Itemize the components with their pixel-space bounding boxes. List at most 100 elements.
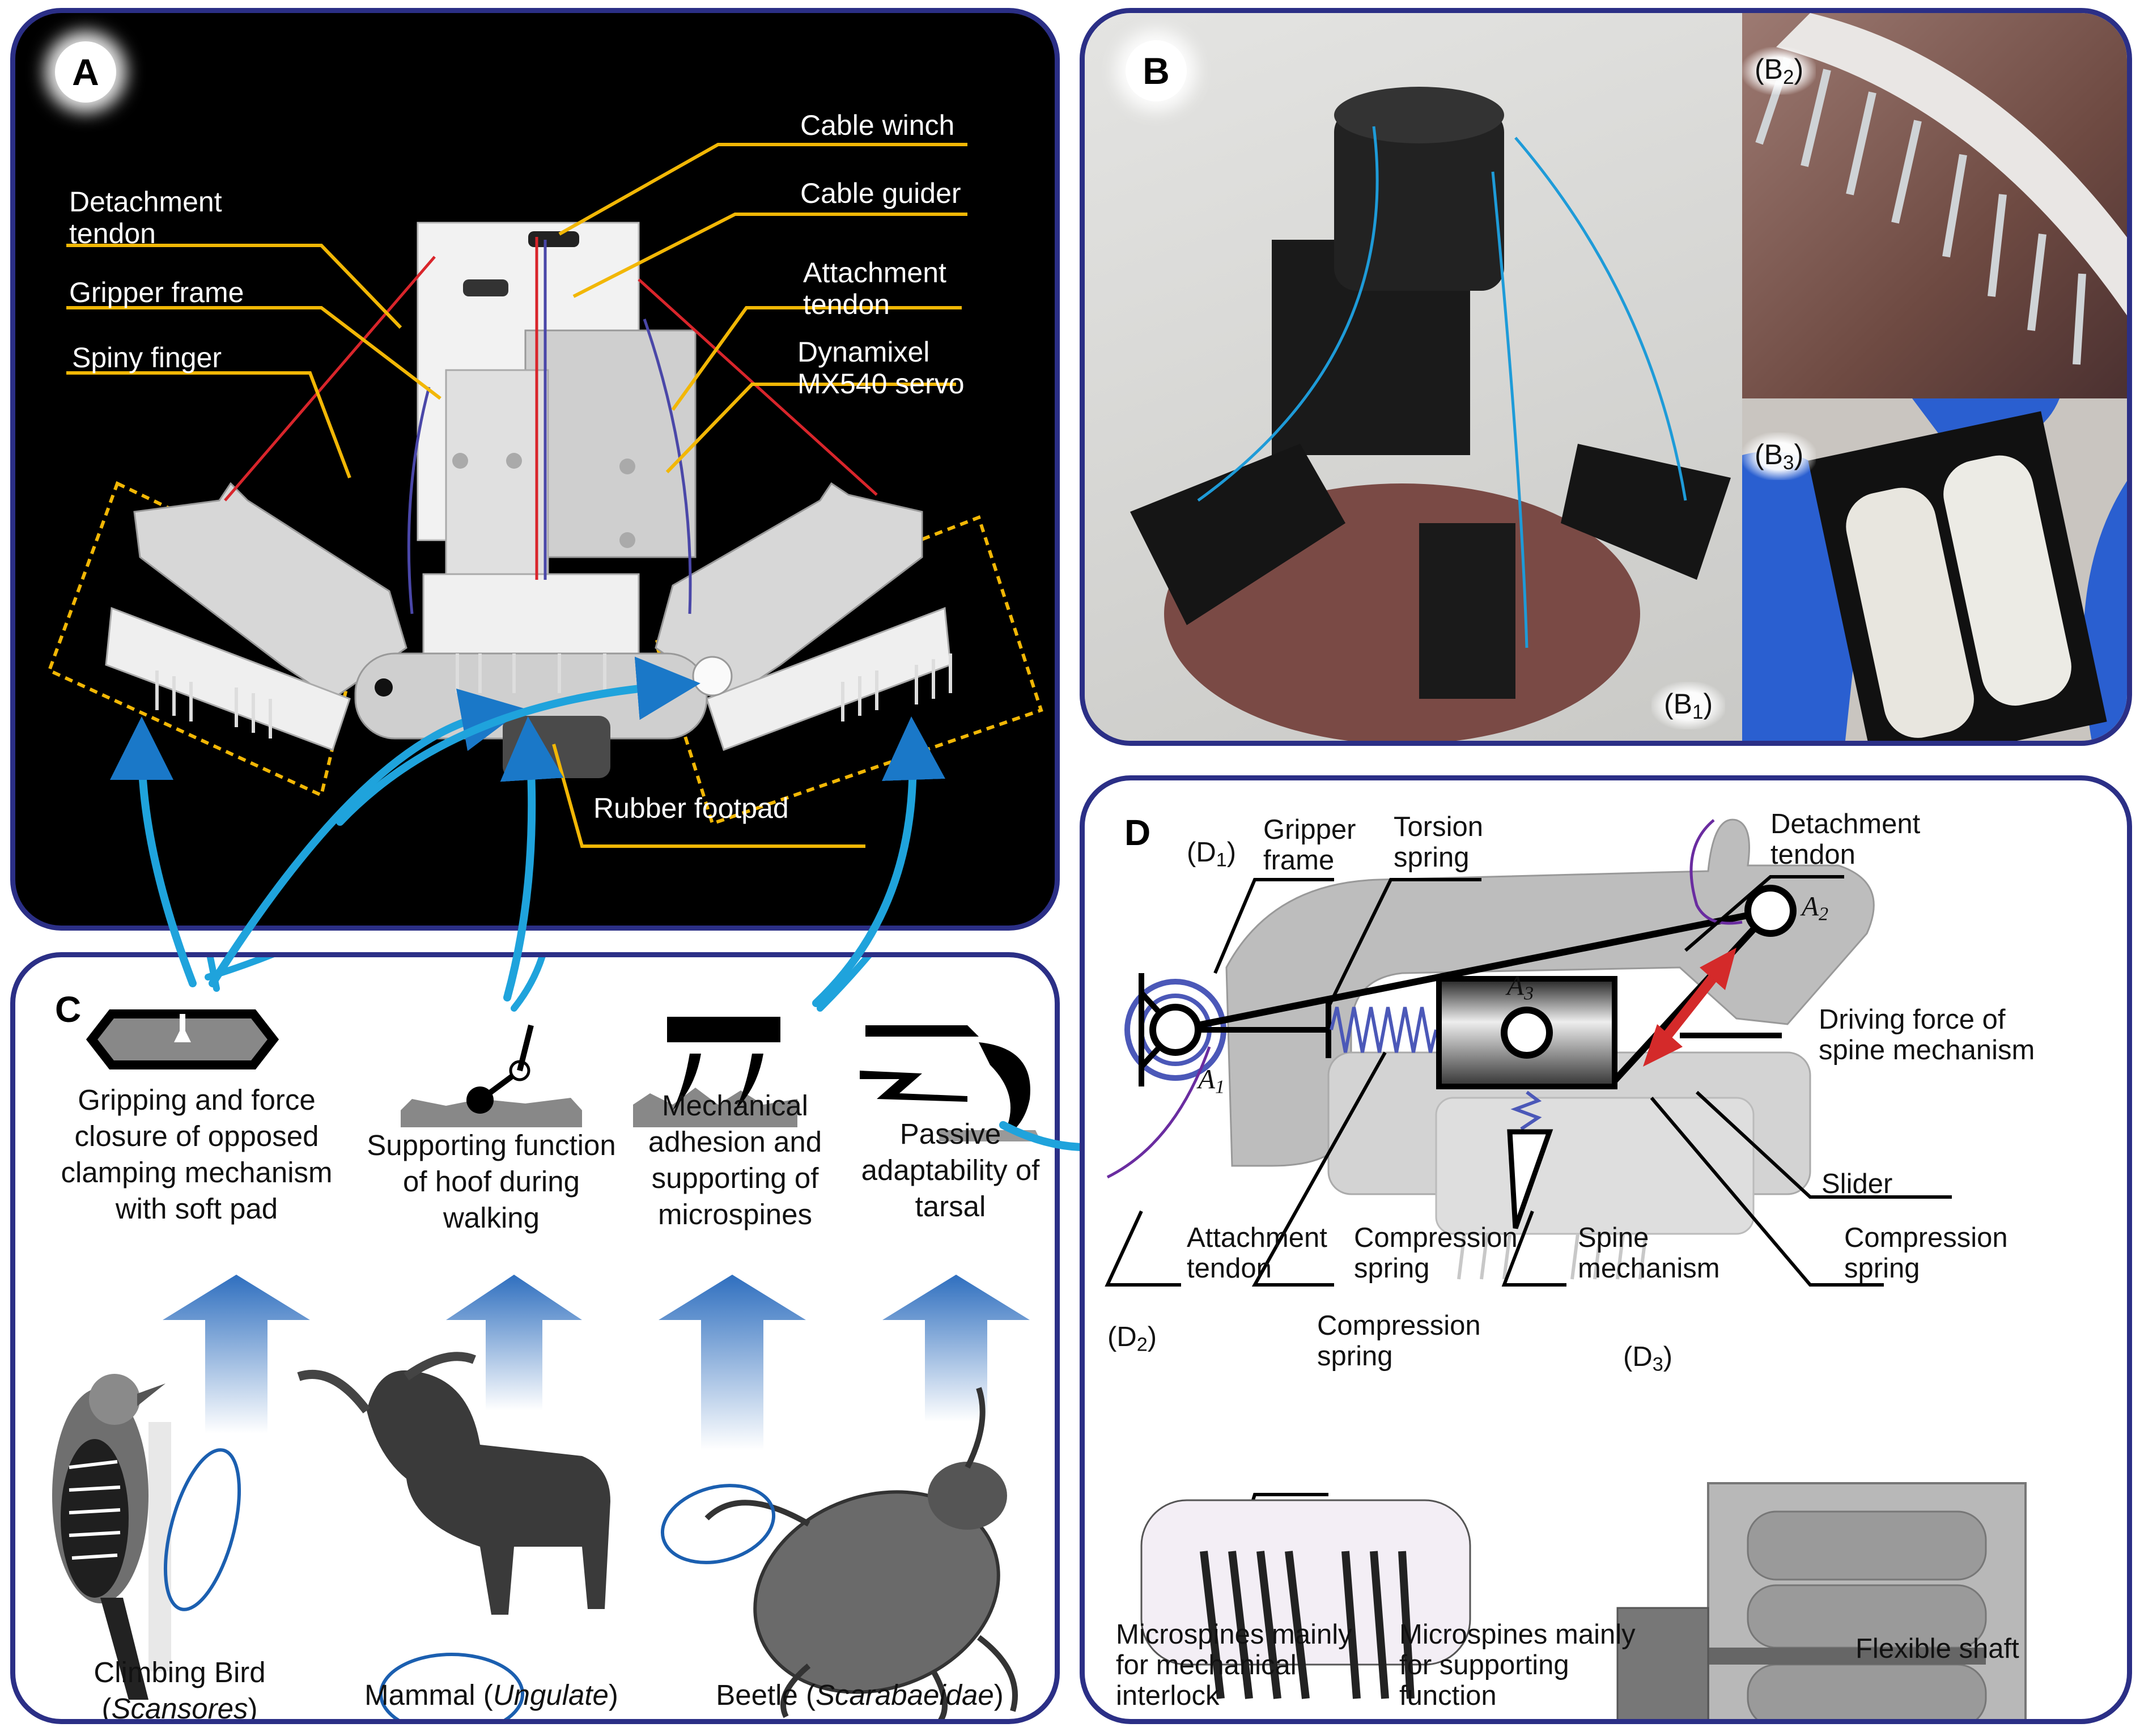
- photo-b2-spines-closeup: (B2): [1742, 13, 2127, 398]
- organism-name-mammal: Mammal: [364, 1679, 475, 1711]
- label-d-attachment-tendon: Attachment tendon: [1187, 1223, 1327, 1284]
- leader-slider: [1695, 1090, 1952, 1199]
- joint-a2-index: 2: [1818, 903, 1829, 925]
- white-pad-left: [1846, 487, 1974, 738]
- up-arrow-3: [659, 1275, 806, 1450]
- detachment-tendon-right: [638, 278, 878, 496]
- label-cable-winch: Cable winch: [800, 109, 955, 141]
- up-arrow-1: [163, 1275, 310, 1433]
- label-d-compression-spring-right: Compression spring: [1844, 1223, 2008, 1284]
- leader-cable-guider: [572, 213, 967, 298]
- gripper-photo-sketch: [1130, 87, 1731, 741]
- panel-a-gripper-render: A: [10, 8, 1060, 931]
- photo-b3-gloved-hands: (B3): [1742, 398, 2127, 741]
- sublabel-b1-letter: B: [1673, 688, 1693, 720]
- leader-spine-mechanism: [1501, 1210, 1566, 1287]
- label-d2-compression-spring: Compression spring: [1317, 1310, 1481, 1372]
- organism-label-beetle: Beetle (Scarabaeidae): [716, 1679, 1004, 1711]
- panel-label-c: C: [55, 989, 82, 1030]
- leader-compression-spring-right: [1650, 1097, 1884, 1287]
- guider-slot: [463, 279, 508, 296]
- attachment-tendon-d1: [1106, 1046, 1211, 1179]
- attachment-tendon-right: [643, 319, 692, 614]
- sublabel-d1-index: 1: [1216, 849, 1227, 871]
- label-d-detachment-tendon: Detachment tendon: [1770, 809, 1921, 870]
- right-finger-dashed-box: [653, 515, 1043, 826]
- spines-closeup-sketch: [1755, 13, 2127, 365]
- sublabel-b1: (B1): [1651, 682, 1726, 729]
- label-spiny-finger: Spiny finger: [72, 342, 222, 373]
- organism-latin-bird: (Scansores): [101, 1692, 258, 1724]
- white-rim: [1776, 13, 2127, 316]
- center-spine-block: [422, 573, 640, 655]
- leader-compression-spring-left: [1251, 1051, 1387, 1287]
- woodpecker-illustration: [52, 1374, 171, 1700]
- hoof-icon: [401, 1024, 582, 1127]
- joint-label-a3: A3: [1507, 970, 1534, 1009]
- link-a1-a2: [1174, 907, 1772, 1033]
- label-rubber-footpad: Rubber footpad: [593, 792, 789, 824]
- compression-spring-horizontal: [1330, 1007, 1438, 1053]
- joint-a2: [1744, 885, 1797, 937]
- white-pad-right: [1943, 455, 2071, 706]
- joint-a2-letter: A: [1802, 890, 1819, 922]
- organism-name-beetle: Beetle: [716, 1679, 798, 1711]
- bioinspiration-drawing: [52, 957, 1041, 1719]
- d2-microspines: [1200, 1551, 1415, 1699]
- connector-lines: [205, 957, 872, 1012]
- label-servo: Dynamixel MX540 servo: [797, 336, 965, 400]
- front-finger-photo: [1419, 523, 1515, 699]
- gloved-hands-sketch: [1742, 398, 2127, 741]
- label-cable-guider: Cable guider: [800, 177, 961, 209]
- label-d-spine-mechanism: Spine mechanism: [1578, 1223, 1720, 1284]
- mechanism-drawing: [1105, 818, 2027, 1719]
- photo-b1-gripper-on-rock: B (B1): [1085, 13, 1742, 741]
- servo-body: [524, 329, 697, 558]
- panel-b-photos: B (B1) (B2) (B3): [1080, 8, 2132, 746]
- joint-label-a1: A1: [1198, 1064, 1225, 1102]
- driving-force-arrow: [1658, 970, 1721, 1045]
- label-d-gripper-frame: Gripper frame: [1263, 814, 1356, 876]
- leader-torsion-spring: [1327, 878, 1481, 1008]
- sublabel-b2-index: 2: [1783, 66, 1794, 88]
- sublabel-b1-index: 1: [1692, 701, 1704, 723]
- microspine-icon: [633, 1017, 797, 1127]
- beetle-illustration: [704, 1387, 1018, 1719]
- joint-a1-letter: A: [1198, 1063, 1215, 1094]
- function-label-hoof: Supporting function of hoof during walki…: [367, 1129, 616, 1234]
- spine-mechanism-shape: [1507, 1129, 1553, 1229]
- d3-pad-1: [1747, 1510, 1987, 1581]
- d1-spines: [1457, 1233, 1648, 1280]
- beetle-leg-highlight: [660, 1484, 776, 1564]
- sublabel-d2: (D2): [1107, 1322, 1157, 1356]
- leader-attachment-tendon-d: [1105, 1210, 1181, 1287]
- screw: [506, 453, 522, 469]
- sublabel-b2: (B2): [1742, 47, 1816, 95]
- organism-label-bird: Climbing Bird (Scansores): [61, 1654, 299, 1724]
- driving-force-arrow-head-down: [1643, 1024, 1683, 1067]
- joint-a3-index: 3: [1523, 982, 1534, 1004]
- sublabel-d1: (D1): [1187, 837, 1237, 871]
- d3-flexible-shaft: [1668, 1648, 1986, 1665]
- function-arrows: [163, 1275, 1030, 1450]
- screw: [619, 459, 635, 474]
- label-d2-microspines-support: Microspines mainly for supporting functi…: [1399, 1619, 1636, 1711]
- sublabel-b3: (B3): [1742, 432, 1816, 480]
- leader-gripper-frame-d: [1213, 878, 1334, 974]
- rubber-footpad: [503, 716, 610, 778]
- screw: [452, 453, 468, 469]
- leader-attachment-tendon: [671, 306, 962, 411]
- label-d-driving-force: Driving force of spine mechanism: [1819, 1004, 2035, 1066]
- leader-detachment-tendon: [66, 244, 402, 329]
- label-gripper-frame: Gripper frame: [69, 277, 244, 308]
- panel-label-d: D: [1124, 812, 1151, 853]
- right-spiny-pad: [706, 606, 952, 751]
- screw: [619, 532, 635, 548]
- joint-a3-letter: A: [1507, 970, 1524, 1001]
- panel-label-b: B: [1126, 40, 1187, 101]
- sublabel-b3-index: 3: [1783, 451, 1794, 474]
- sublabel-d1-letter: D: [1196, 837, 1216, 868]
- driving-force-arrow-head-up: [1700, 948, 1736, 990]
- panel-label-a: A: [55, 41, 116, 103]
- leader-spiny-finger: [66, 371, 351, 479]
